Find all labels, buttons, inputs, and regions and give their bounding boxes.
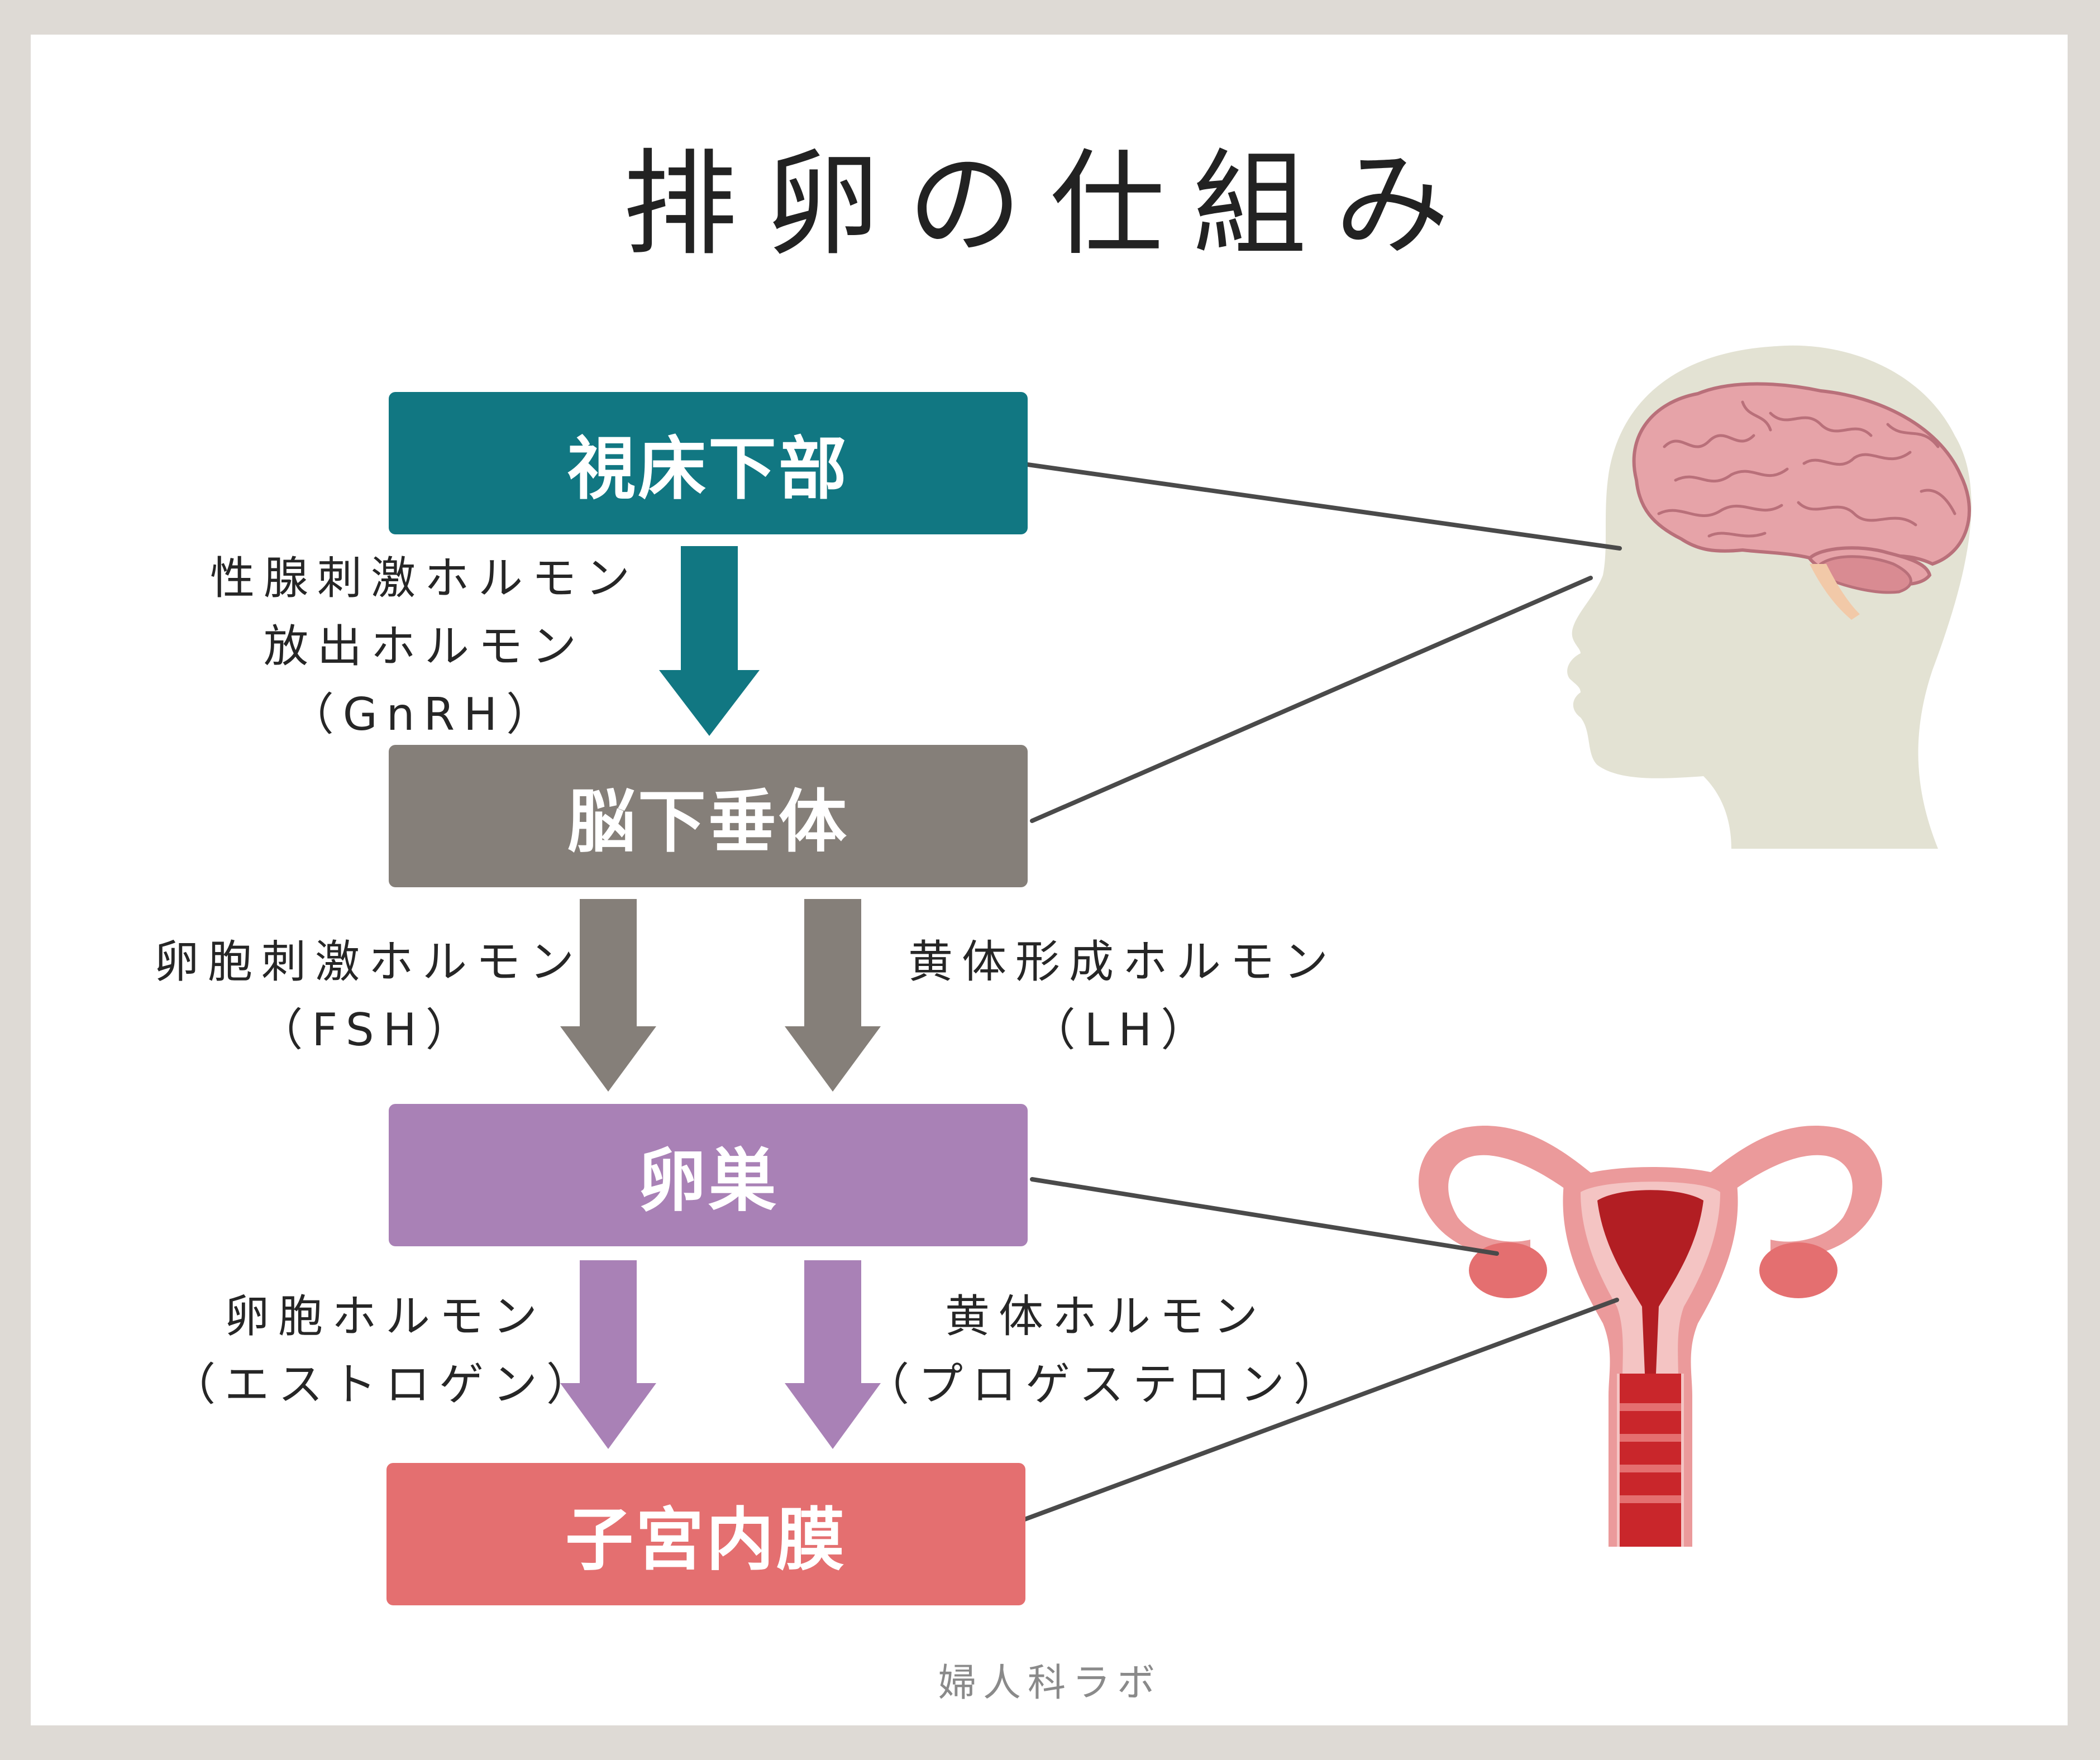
arrow-estrogen <box>560 1260 656 1449</box>
fsh-label: 卵胞刺激ホルモン （FSH） <box>134 928 603 1064</box>
arrow-gnrh <box>659 546 760 736</box>
right-fallopian-tube <box>1698 1126 1882 1258</box>
connector-pituitary <box>1030 576 1593 823</box>
gnrh-label-line: 性腺刺激ホルモン <box>210 552 639 604</box>
card-background <box>31 35 2068 1725</box>
estrogen-label-line: （エストロゲン） <box>171 1359 600 1410</box>
pituitary-box: 脳下垂体 <box>389 745 1028 887</box>
arrow-progesterone <box>785 1260 881 1449</box>
gnrh-label: 性腺刺激ホルモン 放出ホルモン （GnRH） <box>190 544 659 749</box>
gnrh-label-line: 放出ホルモン <box>264 620 585 672</box>
progesterone-label: 黄体ホルモン （プロゲステロン） <box>860 1283 1352 1419</box>
lh-label: 黄体形成ホルモン （LH） <box>888 928 1357 1064</box>
progesterone-label-line: （プロゲステロン） <box>865 1359 1347 1410</box>
estrogen-label-line: 卵胞ホルモン <box>225 1290 546 1342</box>
progesterone-label-line: 黄体ホルモン <box>945 1290 1267 1342</box>
arrow-fsh <box>560 899 656 1092</box>
lh-label-line: （LH） <box>1030 1004 1215 1056</box>
uterus-illustration <box>1419 1126 1882 1547</box>
ovary-box: 卵巣 <box>389 1104 1028 1246</box>
page-title: 排卵の仕組み <box>623 138 1477 271</box>
brain-icon <box>1632 382 1971 620</box>
head-illustration <box>1567 345 1972 849</box>
hypothalamus-box: 視床下部 <box>389 392 1028 534</box>
connector-hypothalamus <box>1025 462 1622 551</box>
lh-label-line: 黄体形成ホルモン <box>908 936 1337 988</box>
left-ovary <box>1469 1242 1547 1298</box>
right-ovary <box>1759 1242 1837 1298</box>
connector-lines <box>1021 462 1622 1522</box>
gnrh-label-line: （GnRH） <box>289 688 560 740</box>
footer-brand: 婦人科ラボ <box>938 1661 1162 1705</box>
uterus-cavity <box>1597 1190 1703 1374</box>
cervical-canal <box>1620 1374 1681 1547</box>
endometrium-box: 子宮内膜 <box>386 1463 1025 1605</box>
estrogen-label: 卵胞ホルモン （エストロゲン） <box>151 1283 620 1419</box>
arrow-lh <box>785 899 881 1092</box>
left-fallopian-tube <box>1419 1126 1602 1258</box>
connector-endometrium <box>1021 1298 1619 1522</box>
connector-ovary <box>1030 1177 1499 1256</box>
fsh-label-line: （FSH） <box>258 1004 479 1056</box>
fsh-label-line: 卵胞刺激ホルモン <box>154 936 583 988</box>
